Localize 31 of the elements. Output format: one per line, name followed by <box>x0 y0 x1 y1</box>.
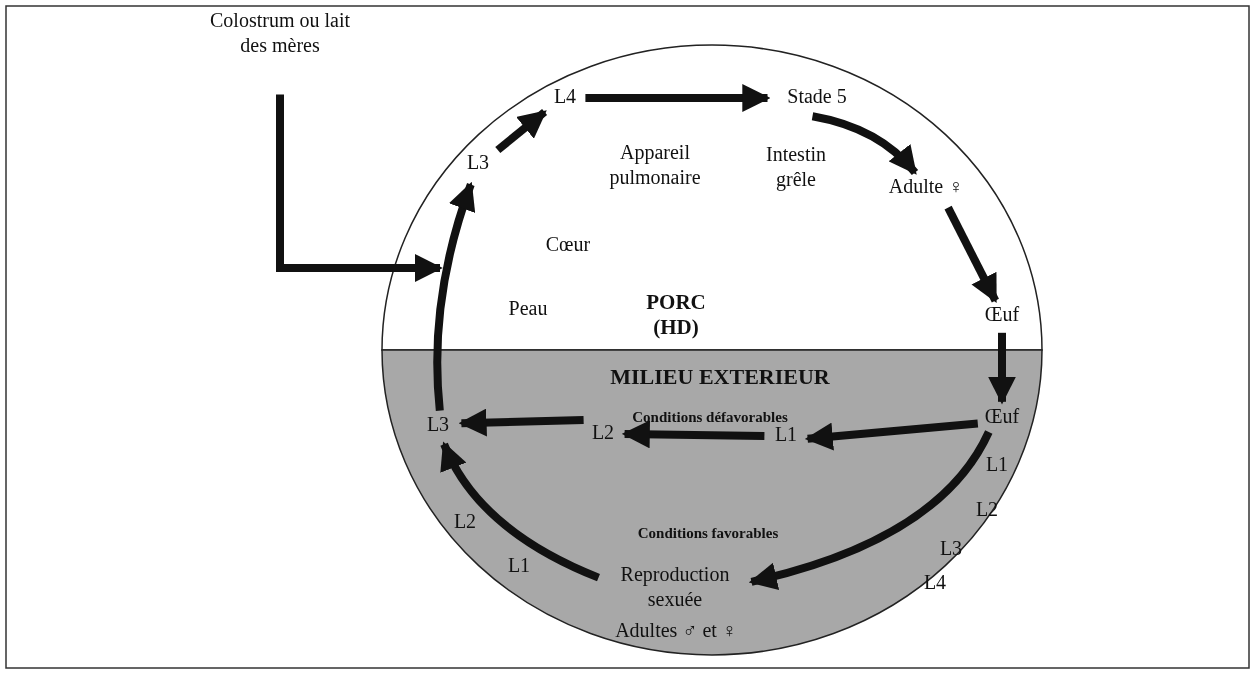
stage-label: L2 <box>585 420 621 445</box>
host-label: PORC (HD) <box>645 290 707 340</box>
arrow <box>988 332 1016 405</box>
arrow <box>440 441 601 582</box>
arrow <box>748 430 993 590</box>
stage-label: L1 <box>984 452 1010 477</box>
organ-label: Cœur <box>544 232 592 257</box>
arrow <box>433 181 476 411</box>
stage-label: L2 <box>452 509 478 534</box>
zone-title: MILIEU EXTERIEUR <box>609 364 831 389</box>
arrow <box>804 419 979 451</box>
arrow <box>944 205 999 304</box>
stage-label: Adulte ♀ <box>880 174 972 199</box>
source-label: Colostrum ou lait des mères <box>205 8 355 58</box>
organ-label: Peau <box>507 296 549 321</box>
stage-label: L3 <box>460 150 496 175</box>
condition-label: Conditions favorables <box>636 524 780 543</box>
organ-label: Intestin grêle <box>765 142 827 192</box>
stage-label: Reproduction sexuée <box>600 562 750 612</box>
organ-label: Appareil pulmonaire <box>608 140 702 190</box>
stage-label: L3 <box>938 536 964 561</box>
stage-label: L4 <box>548 84 582 109</box>
host-label: Adultes ♂ et ♀ <box>614 618 738 643</box>
arrow <box>495 108 548 154</box>
stage-label: Œuf <box>980 302 1024 327</box>
stage-label: Stade 5 <box>772 84 862 109</box>
stage-label: L1 <box>506 553 532 578</box>
arrow <box>811 112 919 176</box>
stage-label: L3 <box>420 412 456 437</box>
stage-label: L4 <box>922 570 948 595</box>
stage-label: Œuf <box>980 404 1024 429</box>
